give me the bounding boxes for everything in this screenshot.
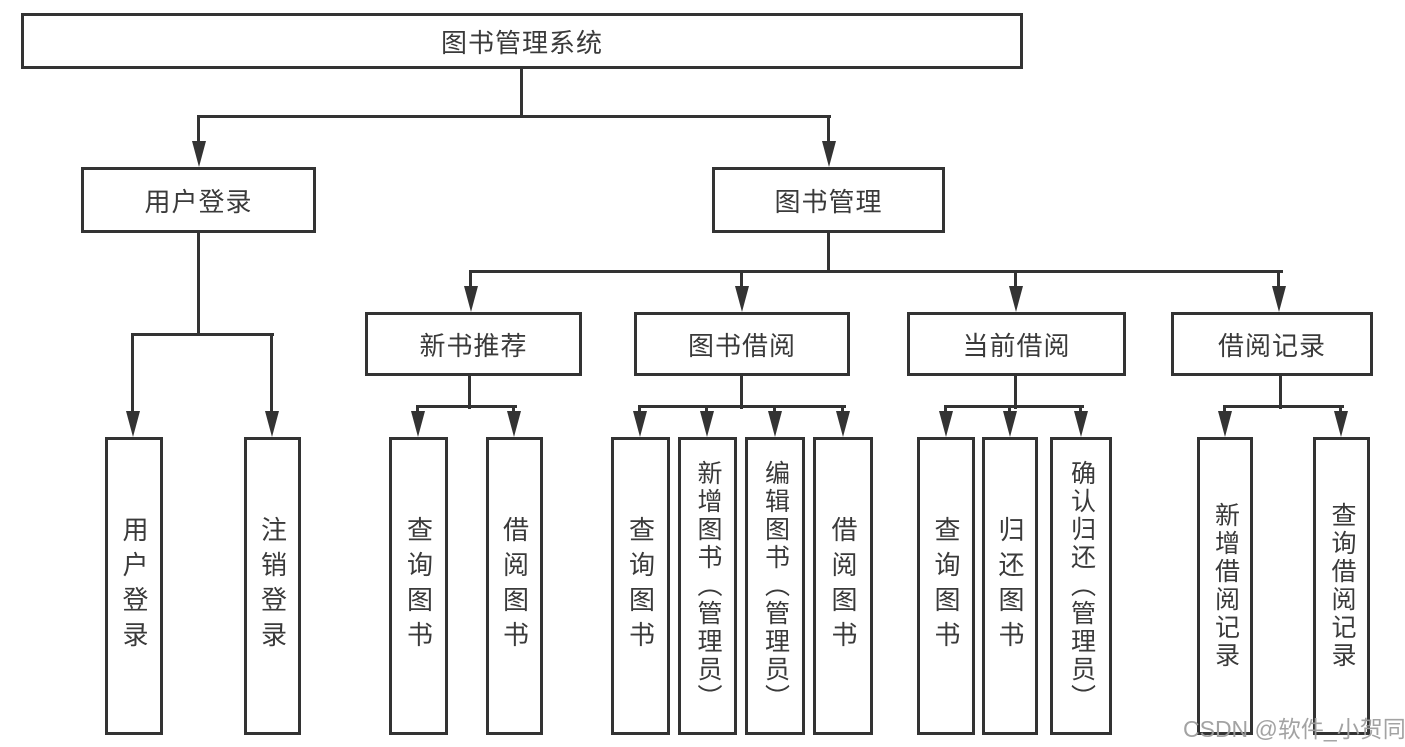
node-current-borrow: 当前借阅 [907, 312, 1126, 376]
arrow-down-icon [836, 411, 850, 437]
arrow-down-icon [265, 411, 279, 437]
leaf-borrow-books-2: 借阅图书 [813, 437, 873, 735]
connector-line [1014, 270, 1017, 292]
node-borrow-records: 借阅记录 [1171, 312, 1373, 376]
arrow-down-icon [700, 411, 714, 437]
leaf-query-books-2: 查询图书 [611, 437, 670, 735]
arrow-down-icon [735, 286, 749, 312]
leaf-query-books: 查询图书 [389, 437, 448, 735]
connector-line [827, 233, 830, 272]
leaf-edit-books-admin: 编辑图书（管理员） [745, 437, 805, 735]
arrow-down-icon [1272, 286, 1286, 312]
connector-line [197, 115, 831, 118]
connector-line [469, 270, 1283, 273]
connector-line [197, 233, 200, 336]
connector-line [131, 333, 274, 336]
connector-line [131, 333, 134, 417]
arrow-down-icon [633, 411, 647, 437]
connector-line [468, 376, 471, 409]
arrow-down-icon [1334, 411, 1348, 437]
leaf-logout: 注销登录 [244, 437, 301, 735]
connector-line [416, 405, 517, 408]
leaf-confirm-return-admin: 确认归还（管理员） [1050, 437, 1112, 735]
node-book-borrow: 图书借阅 [634, 312, 850, 376]
connector-line [740, 270, 743, 292]
connector-line [1279, 376, 1282, 409]
arrow-down-icon [1074, 411, 1088, 437]
leaf-borrow-books: 借阅图书 [486, 437, 543, 735]
arrow-down-icon [507, 411, 521, 437]
connector-line [1014, 376, 1017, 409]
arrow-down-icon [768, 411, 782, 437]
arrow-down-icon [192, 141, 206, 167]
arrow-down-icon [1009, 286, 1023, 312]
leaf-return-books: 归还图书 [982, 437, 1038, 735]
arrow-down-icon [464, 286, 478, 312]
arrow-down-icon [1218, 411, 1232, 437]
connector-line [1277, 270, 1280, 292]
node-user-login: 用户登录 [81, 167, 316, 233]
connector-line [520, 68, 523, 117]
watermark: CSDN @软件_小贺同学 [1183, 716, 1405, 742]
arrow-down-icon [939, 411, 953, 437]
connector-line [270, 333, 273, 417]
arrow-down-icon [822, 141, 836, 167]
node-root: 图书管理系统 [21, 13, 1023, 69]
connector-line [197, 115, 200, 150]
arrow-down-icon [411, 411, 425, 437]
connector-line [827, 115, 830, 150]
leaf-add-borrow-record: 新增借阅记录 [1197, 437, 1253, 735]
connector-line [944, 405, 1084, 408]
arrow-down-icon [1003, 411, 1017, 437]
connector-line [740, 376, 743, 409]
arrow-down-icon [126, 411, 140, 437]
leaf-query-borrow-record: 查询借阅记录 [1313, 437, 1370, 735]
connector-line [1223, 405, 1344, 408]
node-book-mgmt: 图书管理 [712, 167, 945, 233]
leaf-query-books-3: 查询图书 [917, 437, 975, 735]
node-new-books: 新书推荐 [365, 312, 582, 376]
connector-line [469, 270, 472, 292]
leaf-add-books-admin: 新增图书（管理员） [678, 437, 737, 735]
leaf-user-login: 用户登录 [105, 437, 163, 735]
connector-line [638, 405, 846, 408]
